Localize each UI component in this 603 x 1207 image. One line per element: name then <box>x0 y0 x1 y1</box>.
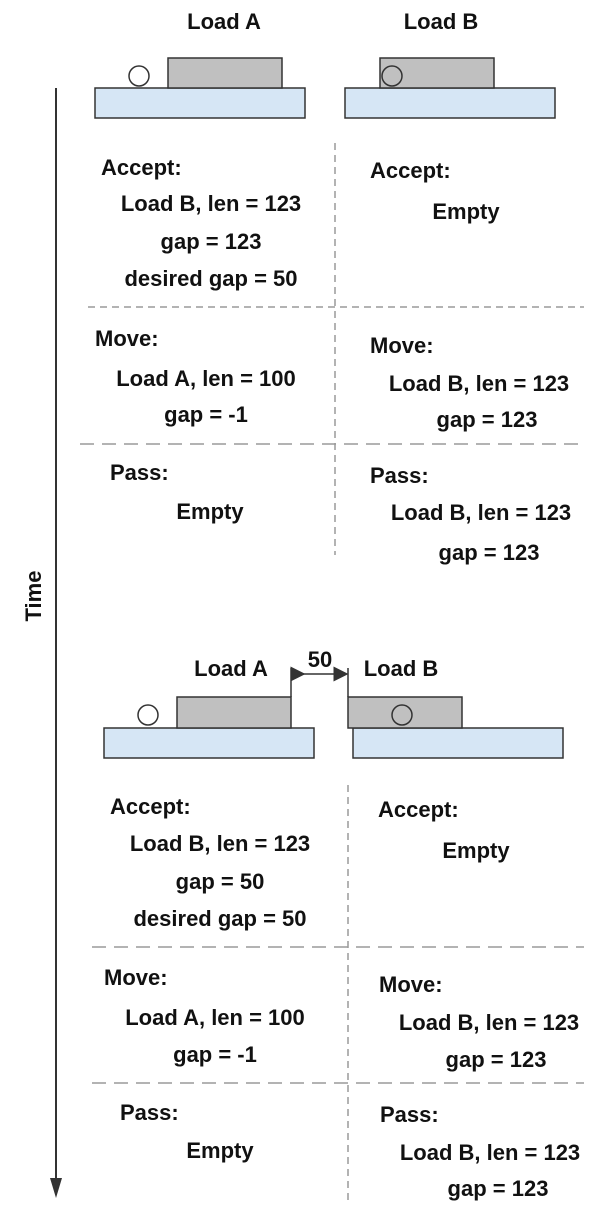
top-left-accept-line2: gap = 123 <box>160 229 262 254</box>
load-box-b-top <box>379 57 495 89</box>
load-a-label-bottom: Load A <box>194 656 268 681</box>
top-left-accept-title: Accept: <box>101 155 182 180</box>
bottom-left-accept-title: Accept: <box>110 794 191 819</box>
top-right-move-title: Move: <box>370 333 434 358</box>
bottom-right-move-line1: Load B, len = 123 <box>398 1010 580 1035</box>
top-right-pass-line1: Load B, len = 123 <box>390 500 572 525</box>
bottom-right-accept-line1: Empty <box>442 838 510 863</box>
top-left-move-title: Move: <box>95 326 159 351</box>
top-left-accept-line3: desired gap = 50 <box>124 266 298 291</box>
bottom-right-pass-line1: Load B, len = 123 <box>399 1140 581 1165</box>
load-a-label-top: Load A <box>187 9 261 34</box>
belt-b-bottom <box>352 727 564 759</box>
bottom-right-move-line2: gap = 123 <box>445 1047 547 1072</box>
top-left-pass-line1: Empty <box>176 499 244 524</box>
load-box-a-bottom <box>176 696 292 729</box>
bottom-left-accept-line3: desired gap = 50 <box>133 906 307 931</box>
top-right-move-line2: gap = 123 <box>436 407 538 432</box>
sensor-a-top <box>128 65 150 87</box>
top-left-move-line1: Load A, len = 100 <box>116 366 296 391</box>
belt-a-top <box>94 87 306 119</box>
load-b-label-bottom: Load B <box>363 656 439 681</box>
bottom-right-move-title: Move: <box>379 972 443 997</box>
top-left-pass-title: Pass: <box>110 460 169 485</box>
sensor-a-bottom <box>137 704 159 726</box>
time-label: Time <box>21 570 46 622</box>
sensor-b-bottom <box>391 704 413 726</box>
top-right-accept-line1: Empty <box>432 199 500 224</box>
bottom-left-pass-title: Pass: <box>120 1100 179 1125</box>
bottom-left-accept-line2: gap = 50 <box>175 869 265 894</box>
load-box-b-bottom <box>347 696 463 729</box>
sensor-b-top <box>381 65 403 87</box>
top-left-move-line2: gap = -1 <box>164 402 248 427</box>
bottom-left-move-line1: Load A, len = 100 <box>125 1005 305 1030</box>
bottom-left-accept-line1: Load B, len = 123 <box>129 831 311 856</box>
top-right-pass-line2: gap = 123 <box>438 540 540 565</box>
top-right-accept-title: Accept: <box>370 158 451 183</box>
bottom-right-accept-title: Accept: <box>378 797 459 822</box>
top-right-move-line1: Load B, len = 123 <box>388 371 570 396</box>
load-box-a-top <box>167 57 283 89</box>
bottom-left-pass-line1: Empty <box>186 1138 254 1163</box>
belt-a-bottom <box>103 727 315 759</box>
top-left-accept-line1: Load B, len = 123 <box>120 191 302 216</box>
load-b-label-top: Load B <box>403 9 479 34</box>
bottom-left-move-line2: gap = -1 <box>173 1042 257 1067</box>
gap-dimension-label: 50 <box>307 647 333 672</box>
bottom-left-move-title: Move: <box>104 965 168 990</box>
belt-b-top <box>344 87 556 119</box>
bottom-right-pass-title: Pass: <box>380 1102 439 1127</box>
time-axis-arrowhead <box>50 1178 62 1198</box>
top-right-pass-title: Pass: <box>370 463 429 488</box>
bottom-right-pass-line2: gap = 123 <box>447 1176 549 1201</box>
